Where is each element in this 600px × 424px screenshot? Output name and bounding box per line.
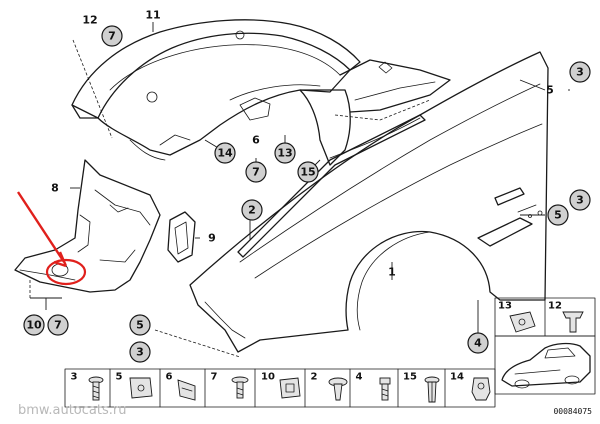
svg-text:5: 5: [116, 372, 123, 383]
svg-text:7: 7: [54, 319, 62, 332]
callout-11: 11: [145, 9, 160, 22]
svg-text:10: 10: [26, 319, 42, 332]
push-rivet-icon: [562, 311, 584, 333]
svg-text:13: 13: [277, 147, 292, 160]
callout-6: 6: [252, 134, 260, 147]
svg-text:11: 11: [145, 9, 160, 22]
svg-text:7: 7: [108, 30, 116, 43]
callout-13: 13: [274, 142, 296, 164]
svg-text:14: 14: [450, 372, 464, 383]
reference-number: 00084075: [553, 407, 592, 416]
callout-5b: 5: [547, 204, 569, 226]
svg-text:7: 7: [252, 166, 260, 179]
callout-12: 12: [80, 10, 100, 30]
callout-7a: 7: [101, 25, 123, 47]
callout-9: 9: [208, 232, 216, 245]
svg-text:5: 5: [546, 84, 554, 97]
svg-text:3: 3: [576, 194, 584, 207]
svg-text:12: 12: [82, 14, 97, 27]
legend-top: 13 12: [494, 297, 596, 337]
svg-text:6: 6: [252, 134, 260, 147]
svg-text:3: 3: [71, 372, 78, 383]
svg-text:12: 12: [548, 301, 562, 312]
callout-10: 10: [23, 314, 45, 336]
svg-text:13: 13: [498, 301, 512, 312]
svg-text:2: 2: [248, 204, 256, 217]
callout-1: 1: [388, 266, 396, 279]
svg-text:2: 2: [311, 372, 318, 383]
svg-text:5: 5: [136, 319, 144, 332]
seal-strip: [237, 114, 426, 258]
clip-nut-icon: [129, 377, 153, 399]
svg-text:9: 9: [208, 232, 216, 245]
bracket-part-9: [167, 211, 196, 263]
legend-bottom: 3 5 6 7 10 2 4 15 14: [64, 368, 496, 408]
wheel-arch-liner-lower: [14, 159, 161, 293]
callout-15: 15: [297, 161, 319, 183]
spreader-nut-icon: [471, 377, 491, 401]
car-thumbnail: [494, 335, 596, 395]
callout-5c: 5: [129, 314, 151, 336]
callout-7b: 7: [245, 161, 267, 183]
watermark: bmw.autocats.ru: [18, 403, 126, 418]
callout-4: 4: [467, 332, 489, 354]
bolt-icon: [379, 377, 391, 401]
front-fender: [189, 51, 549, 353]
screw-icon: [88, 376, 104, 401]
svg-text:15: 15: [403, 372, 417, 383]
callout-14: 14: [214, 142, 236, 164]
svg-text:5: 5: [554, 209, 562, 222]
svg-text:10: 10: [261, 372, 275, 383]
red-annotation: [16, 191, 87, 286]
svg-text:4: 4: [474, 337, 482, 350]
bracket-clip-icon: [177, 379, 196, 401]
clip-icon: [509, 311, 536, 333]
callout-3a: 3: [569, 61, 591, 83]
wheel-arch-liner-upper: [71, 19, 451, 166]
callout-2: 2: [241, 199, 263, 221]
callout-3b: 3: [569, 189, 591, 211]
callout-5a: 5: [546, 84, 554, 97]
washer-screw-icon: [231, 376, 249, 399]
svg-text:7: 7: [211, 372, 218, 383]
svg-text:3: 3: [576, 66, 584, 79]
svg-text:15: 15: [300, 166, 315, 179]
callout-3c: 3: [129, 341, 151, 363]
callout-8: 8: [51, 182, 59, 195]
push-button-icon: [328, 377, 348, 401]
svg-text:8: 8: [51, 182, 59, 195]
callout-7c: 7: [47, 314, 69, 336]
svg-text:3: 3: [136, 346, 144, 359]
callouts: 12 7 11 5 3 6 7 14 13: [23, 9, 591, 363]
expanding-nut-icon: [279, 377, 301, 399]
svg-text:1: 1: [388, 266, 396, 279]
svg-text:6: 6: [166, 372, 173, 383]
expanding-rivet-icon: [424, 376, 440, 403]
svg-text:4: 4: [356, 372, 363, 383]
svg-text:14: 14: [217, 147, 233, 160]
